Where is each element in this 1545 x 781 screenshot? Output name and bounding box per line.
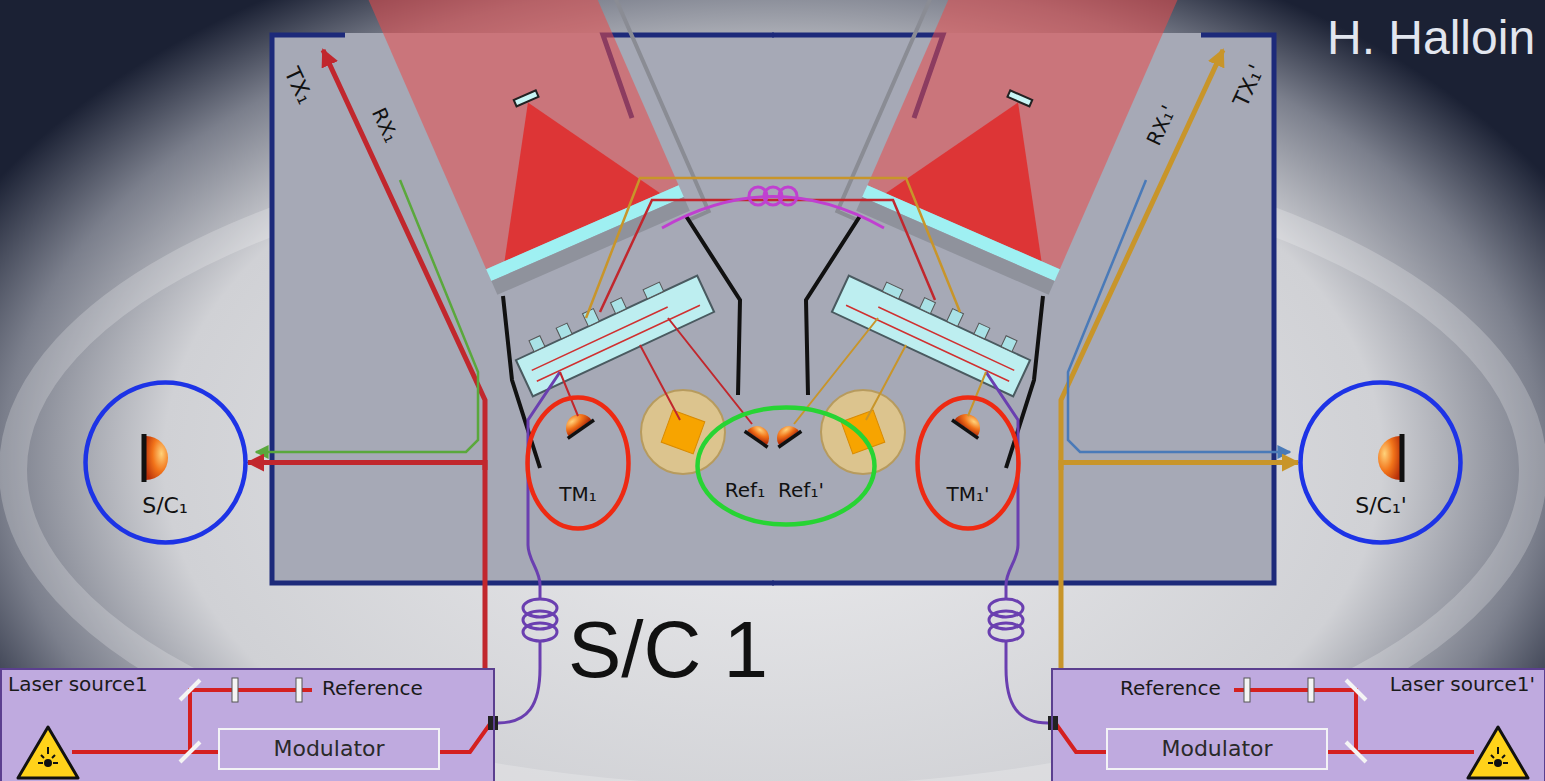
beam-connector	[1061, 463, 1298, 669]
beam-splitter	[180, 742, 200, 762]
bench-beam	[586, 178, 960, 318]
laser-symbol	[44, 759, 52, 767]
backlink-coil	[779, 187, 797, 205]
reference-callout-outline	[695, 405, 877, 527]
remote-spacecraft-callout-outline	[83, 380, 248, 545]
test-mass-callout-outline	[918, 398, 1019, 529]
modulator-box: Modulator	[1106, 728, 1328, 770]
mirror-mount	[491, 197, 689, 295]
secondary-mirror	[514, 90, 539, 106]
test-mass	[661, 410, 705, 454]
fiber-connector	[488, 716, 498, 730]
laser-bench	[0, 668, 495, 781]
bench-beam	[560, 318, 752, 424]
laser-symbol	[38, 747, 58, 763]
backlink-fiber	[662, 197, 884, 229]
spacecraft-box: S/C 1TM₁Ref₁Ref₁'TM₁'	[272, 33, 1275, 583]
laser-source-box: Laser source1 ReferenceModulator	[0, 668, 495, 781]
laser-label: Reference	[1120, 677, 1221, 700]
optical-bench	[556, 323, 572, 339]
test-mass-label: TM₁	[559, 483, 597, 506]
spacecraft-half	[0, 0, 775, 781]
beam-label: TX₁'	[1228, 60, 1269, 110]
remote-spacecraft-callout-outline	[86, 383, 246, 543]
photodiode	[568, 420, 594, 438]
modulator-box: Modulator	[218, 728, 440, 770]
reference-callout-outline	[698, 408, 875, 525]
bench-beam	[600, 200, 935, 312]
test-mass-callout: TM₁	[525, 395, 631, 531]
remote-spacecraft-callout-outline	[1298, 380, 1463, 545]
beam-connector	[248, 463, 485, 669]
remote-photodiode	[146, 436, 168, 480]
reference-label: Ref₁	[725, 479, 765, 502]
beam-label: TX₁	[279, 63, 318, 108]
optical-fiber	[498, 640, 540, 723]
cavity-mirror	[296, 678, 302, 702]
optical-bench	[510, 263, 714, 396]
spacecraft-label: S/C₁'	[1355, 493, 1407, 518]
receive-beam	[256, 180, 478, 452]
photodiode	[745, 431, 768, 447]
remote-spacecraft-callout-outline	[1301, 383, 1461, 543]
mirror	[180, 680, 200, 700]
reference-label: Ref₁'	[778, 479, 824, 502]
fiber-coil	[523, 599, 557, 617]
bench-beam	[794, 318, 986, 424]
laser-label: Laser source1'	[1390, 673, 1535, 696]
test-mass-callout: TM₁'	[915, 395, 1021, 531]
remote-spacecraft-callout: S/C₁	[83, 380, 248, 545]
reference-callout: Ref₁ Ref₁'	[695, 405, 877, 527]
remote-photodiode	[144, 434, 168, 482]
receive-beam	[1068, 180, 1290, 452]
remote-spacecraft-callout: S/C₁'	[1298, 380, 1463, 545]
test-mass-label: TM₁'	[947, 483, 990, 506]
author-credit: H. Halloin	[1327, 10, 1535, 65]
optical-bench	[611, 298, 627, 314]
test-mass-callout-outline	[525, 395, 631, 531]
connector-group	[248, 463, 1298, 669]
telescope-bracket	[560, 0, 709, 220]
laser-source-box: Reference Laser source1' Modulator	[1051, 668, 1545, 781]
beam-label: RX₁'	[1142, 102, 1180, 149]
photodiode	[745, 420, 776, 447]
remote-photodiode	[142, 434, 147, 482]
cavity-mirror	[232, 678, 238, 702]
telescope	[360, 0, 709, 302]
optical-bench	[532, 294, 700, 381]
optical-bench	[643, 282, 664, 299]
laser-symbol	[18, 727, 78, 778]
modulator-label: Modulator	[1161, 736, 1272, 761]
test-mass-callout-outline	[528, 398, 629, 529]
laser-label: Reference	[322, 677, 423, 700]
laser-label: Laser source1	[8, 673, 148, 696]
test-mass-callout-outline	[915, 395, 1021, 531]
spacecraft-title: S/C 1	[568, 604, 768, 696]
beam-label: RX₁	[367, 104, 403, 146]
optical-bench	[516, 276, 714, 397]
optical-bench	[529, 336, 545, 352]
spacecraft-half	[771, 0, 1545, 781]
spacecraft-label: S/C₁	[142, 493, 188, 518]
transmit-beam	[323, 50, 485, 470]
transmit-beam	[1061, 50, 1223, 470]
modulator-label: Modulator	[273, 736, 384, 761]
